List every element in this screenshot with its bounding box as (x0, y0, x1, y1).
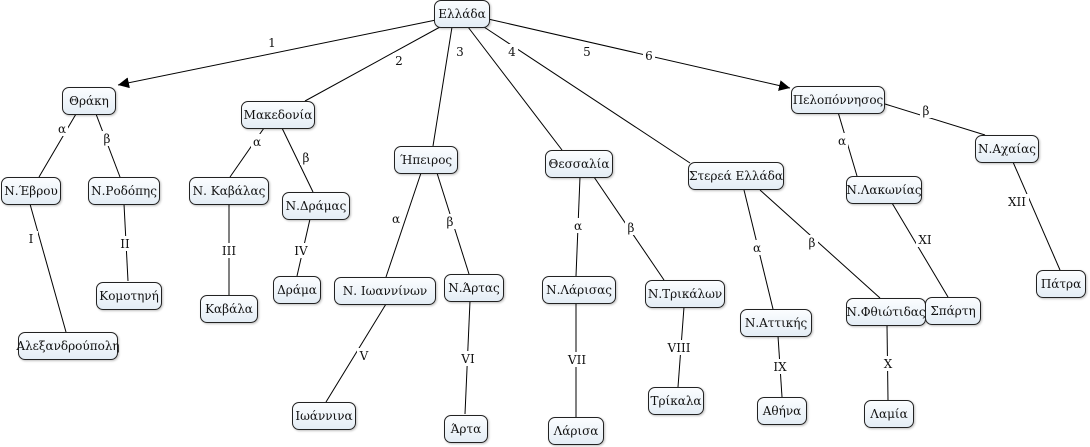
node-thraki[interactable]: Θράκη (62, 87, 116, 115)
edge-label-roman-12: XII (1008, 195, 1026, 209)
edge-root-peloponnisos (487, 18, 791, 91)
node-makedonia[interactable]: Μακεδονία (241, 101, 315, 129)
edge-label-roman-5: V (359, 349, 369, 363)
edge-label-roman-3: III (222, 244, 236, 258)
edge-pelop-achaias (884, 103, 986, 136)
edge-makedonia-dramas (281, 127, 314, 193)
edge-label-ipeiros-b: β (447, 215, 454, 229)
edge-label-thessalia-b: β (628, 221, 635, 235)
node-n-lakonias[interactable]: Ν.Λακωνίας (846, 176, 922, 204)
edge-label-roman-2: II (120, 237, 130, 251)
edge-label-5: 5 (583, 45, 591, 59)
node-ioannina[interactable]: Ιωάννινα (292, 402, 356, 430)
node-lamia[interactable]: Λαμία (864, 400, 914, 428)
edge-label-roman-6: VI (460, 352, 475, 366)
edge-label-pelop-a: α (838, 134, 846, 148)
node-larisa[interactable]: Λάρισα (548, 417, 604, 445)
node-alexandroupoli[interactable]: Αλεξανδρούπολη (16, 332, 120, 360)
edge-label-4: 4 (508, 45, 516, 59)
edge-sterea-fthiotidas (759, 189, 881, 299)
edge-label-roman-11: XI (918, 233, 932, 247)
node-n-larisas[interactable]: Ν.Λάρισας (542, 276, 616, 304)
node-drama[interactable]: Δράμα (273, 276, 321, 304)
node-peloponnisos[interactable]: Πελοπόννησος (791, 86, 885, 114)
edge-label-1: 1 (268, 36, 276, 50)
node-trikala[interactable]: Τρίκαλα (648, 387, 704, 415)
node-n-attikis[interactable]: Ν.Αττικής (740, 309, 812, 337)
edge-evrou-alexandroupoli (29, 203, 67, 333)
edge-label-3: 3 (456, 45, 464, 59)
edge-label-thraki-a: α (58, 122, 66, 136)
node-n-artas[interactable]: Ν.Άρτας (444, 274, 504, 302)
edge-label-makedonia-a: α (253, 135, 261, 149)
edge-ioanninon-ioannina (325, 303, 387, 403)
edge-root-ipeiros (432, 26, 453, 147)
edge-label-thessalia-a: α (574, 219, 582, 233)
edge-label-6: 6 (645, 49, 653, 63)
node-patra[interactable]: Πάτρα (1036, 270, 1086, 298)
edge-label-roman-9: IX (773, 360, 787, 374)
node-sterea[interactable]: Στερεά Ελλάδα (688, 162, 784, 190)
edge-ipeiros-ioanninon (385, 172, 422, 278)
edge-label-sterea-b: β (809, 236, 816, 250)
edge-label-pelop-b: β (923, 104, 930, 118)
node-n-dramas[interactable]: Ν.Δράμας (282, 192, 350, 220)
edge-label-ipeiros-a: α (392, 212, 400, 226)
edge-root-makedonia (304, 26, 441, 102)
node-n-rodopis[interactable]: Ν.Ροδόπης (88, 177, 160, 205)
node-arta[interactable]: Άρτα (444, 415, 488, 443)
edge-label-roman-1: I (29, 232, 34, 246)
edge-achaias-patra (1012, 161, 1061, 271)
edge-label-2: 2 (395, 54, 403, 68)
edge-label-roman-8: VIII (667, 341, 691, 355)
node-n-achaias[interactable]: Ν.Αχαίας (975, 135, 1039, 163)
edge-label-roman-10: X (884, 357, 893, 371)
node-n-trikalon[interactable]: Ν.Τρικάλων (645, 280, 725, 308)
node-komotini[interactable]: Κομοτηνή (96, 282, 162, 310)
edge-thraki-evrou (38, 113, 77, 178)
node-sparti[interactable]: Σπάρτη (925, 297, 981, 325)
edge-label-roman-7: VII (567, 353, 586, 367)
edge-label-thraki-b: β (104, 132, 111, 146)
edge-label-roman-4: IV (294, 244, 308, 258)
node-ellada[interactable]: Ελλάδα (434, 0, 490, 28)
node-n-evrou[interactable]: Ν.Έβρου (1, 177, 61, 205)
edge-lakonias-sparti (891, 202, 949, 298)
node-ipeiros[interactable]: Ήπειρος (394, 146, 458, 174)
edge-root-sterea (483, 26, 691, 164)
node-thessalia[interactable]: Θεσσαλία (545, 150, 613, 178)
node-n-fthiotidas[interactable]: Ν.Φθιώτιδας (846, 298, 926, 326)
edge-root-thraki (117, 19, 437, 89)
node-n-ioanninon[interactable]: Ν. Ιωαννίνων (334, 277, 436, 305)
edge-label-sterea-a: α (753, 241, 761, 255)
edge-root-thessalia (467, 26, 563, 151)
node-n-kavalas[interactable]: Ν. Καβάλας (189, 177, 269, 205)
node-athina[interactable]: Αθήνα (757, 397, 807, 425)
node-kavala[interactable]: Καβάλα (200, 295, 258, 323)
edge-label-makedonia-b: β (303, 151, 310, 165)
